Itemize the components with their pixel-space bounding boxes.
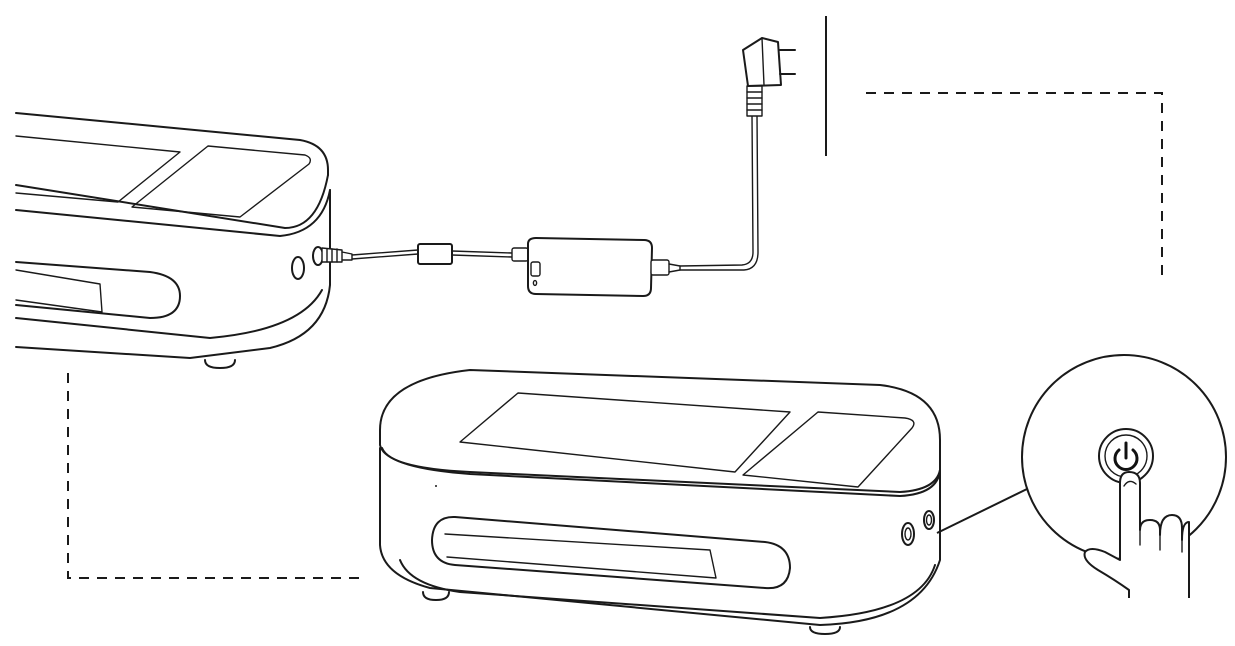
- device-left-partial: [15, 112, 331, 369]
- power-adapter-icon: [321, 114, 759, 297]
- device-main: [379, 369, 941, 635]
- finger-press-icon: [1083, 471, 1190, 598]
- callout-lines: [67, 16, 1163, 579]
- plug-icon: [742, 37, 796, 117]
- power-icon: [1113, 441, 1139, 471]
